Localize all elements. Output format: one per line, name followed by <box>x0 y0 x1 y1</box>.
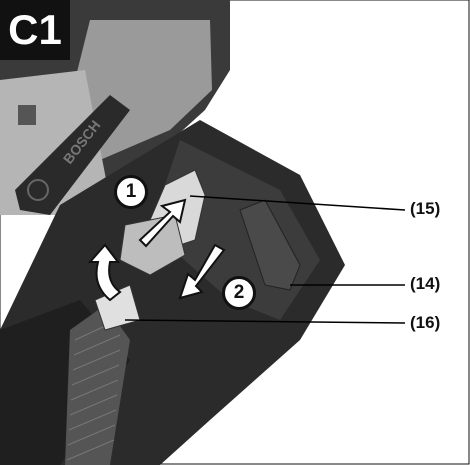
callout-15: (15) <box>410 199 441 218</box>
device-window <box>18 105 36 125</box>
rail-ribs <box>66 319 121 461</box>
figure-label: C1 <box>0 0 70 60</box>
step-marker-2: 2 <box>222 276 256 310</box>
step-marker-1: 1 <box>114 175 148 209</box>
brand-logo-icon <box>27 179 49 201</box>
arrow-curved-icon <box>87 243 122 302</box>
device-handle <box>15 95 130 215</box>
leader-line-15 <box>189 195 406 211</box>
leader-line-16 <box>124 319 406 324</box>
arrow-step2-icon <box>178 243 226 300</box>
callout-16: (16) <box>410 313 441 332</box>
arrow-step1-icon <box>138 198 187 248</box>
side-arm <box>239 199 301 291</box>
callout-14: (14) <box>410 274 441 293</box>
